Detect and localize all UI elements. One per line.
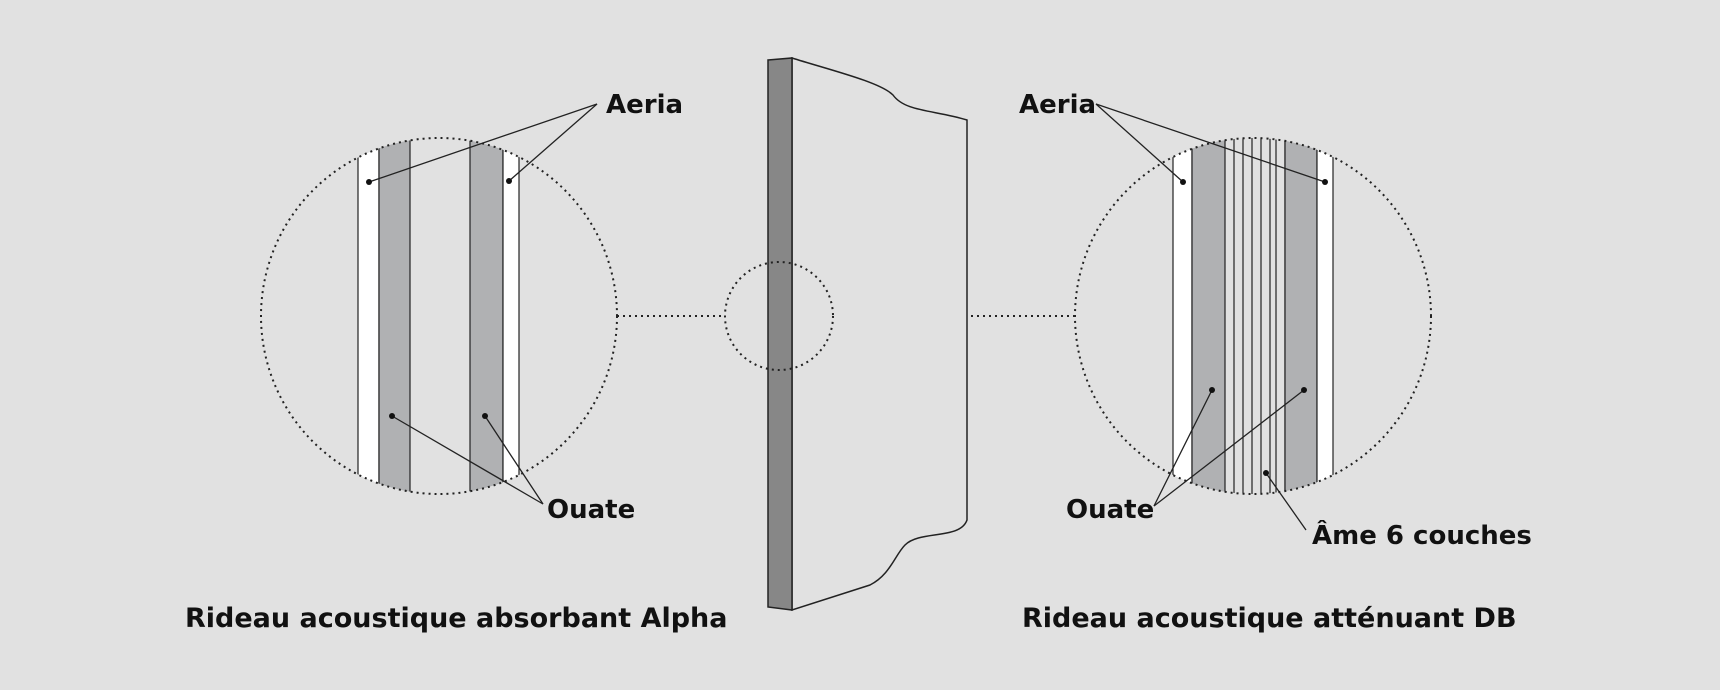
caption-alpha: Rideau acoustique absorbant Alpha: [185, 603, 728, 634]
ouate-layer-left: [378, 138, 411, 494]
leader-dots-alpha: [366, 178, 512, 419]
ouate-layer-right: [469, 138, 504, 494]
ouate-layer-db-right: [1284, 138, 1318, 494]
aeria-layer-db-right: [1316, 138, 1334, 494]
label-aeria-db: Aeria: [1019, 90, 1097, 120]
label-aeria-alpha: Aeria: [606, 90, 684, 120]
core-six-layers: [1233, 138, 1286, 494]
detail-circle-center: [724, 261, 834, 371]
curtain-panel-face: [791, 56, 968, 612]
label-ouate-db: Ouate: [1066, 495, 1155, 525]
detail-circle-db: [1074, 137, 1432, 495]
ouate-layer-db-left: [1191, 138, 1226, 494]
leaders-db: [1095, 103, 1326, 531]
aeria-layer-left-outer: [357, 138, 380, 494]
aeria-layer-right-outer: [502, 138, 520, 494]
detail-circle-alpha: [260, 137, 618, 495]
label-ouate-alpha: Ouate: [547, 495, 636, 525]
leader-dots-db: [1180, 179, 1328, 476]
leaders-alpha: [368, 103, 598, 505]
detail-db: [1172, 138, 1334, 494]
label-core-layers: Âme 6 couches: [1312, 521, 1532, 551]
detail-alpha: [357, 138, 520, 494]
curtain-panel-edge: [767, 57, 793, 611]
aeria-layer-db-left: [1172, 138, 1193, 494]
caption-db: Rideau acoustique atténuant DB: [1022, 603, 1517, 634]
